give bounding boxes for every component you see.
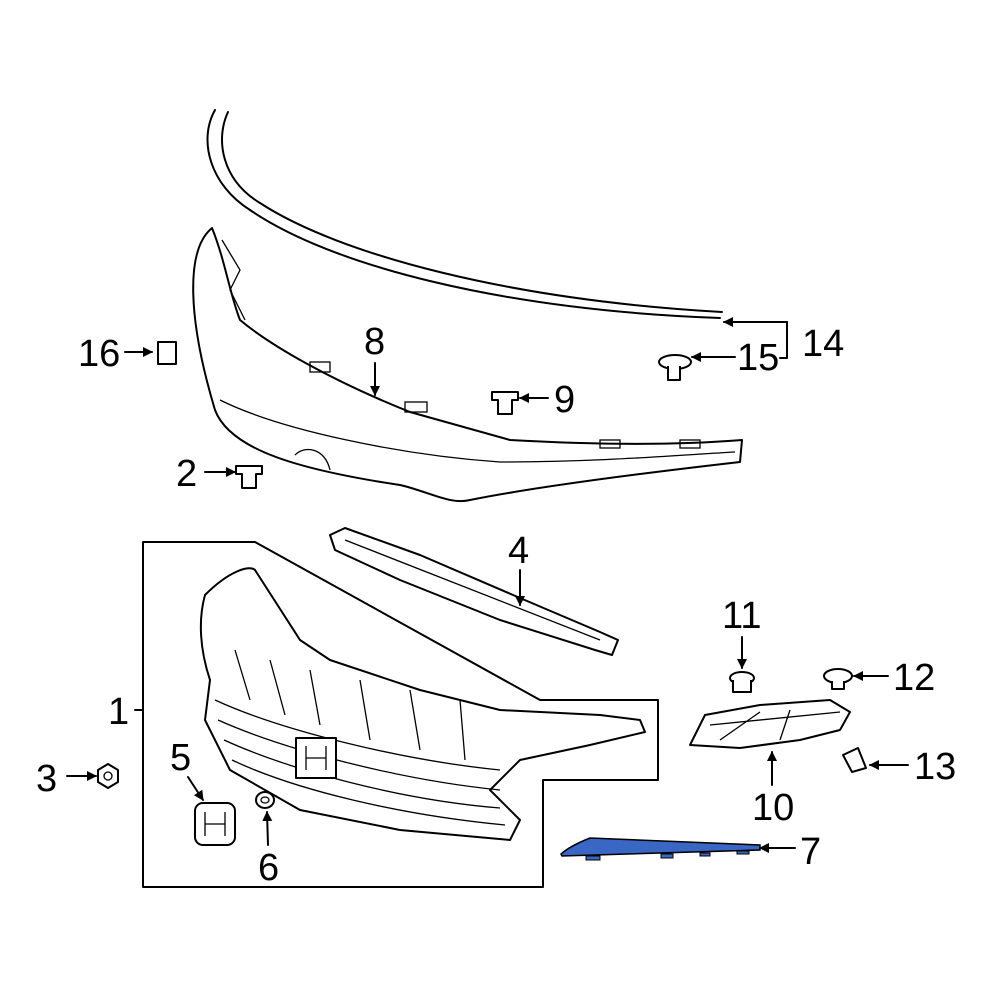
- clip-part-9[interactable]: [491, 391, 519, 415]
- pad-part-16[interactable]: [157, 341, 177, 365]
- emblem-part-5[interactable]: [194, 802, 236, 846]
- grille-assembly-box: [142, 541, 659, 888]
- callout-8: 8: [364, 321, 385, 363]
- callout-16: 16: [78, 333, 120, 375]
- callout-12: 12: [893, 657, 935, 699]
- callout-3: 3: [36, 758, 57, 800]
- clip-part-12[interactable]: [823, 668, 853, 690]
- clip-part-15[interactable]: [658, 354, 692, 381]
- callout-6: 6: [258, 847, 279, 889]
- callout-7: 7: [800, 831, 821, 873]
- callout-1: 1: [108, 691, 129, 733]
- grille-part-1[interactable]: [199, 567, 646, 841]
- upper-bracket-part-4[interactable]: [329, 527, 619, 656]
- piece-part-13[interactable]: [842, 747, 867, 773]
- upper-molding-part-14[interactable]: [206, 109, 723, 319]
- callout-9: 9: [554, 379, 575, 421]
- bumper-cover-part-8[interactable]: [192, 227, 743, 503]
- ring-part-6[interactable]: [255, 791, 275, 809]
- callout-4: 4: [508, 530, 529, 572]
- callout-11: 11: [722, 595, 761, 637]
- clip-part-2[interactable]: [235, 465, 263, 489]
- clip-part-11[interactable]: [729, 671, 755, 693]
- lower-molding-part-7[interactable]: [560, 837, 761, 861]
- leader-lines: [66, 317, 909, 853]
- callout-10: 10: [752, 787, 794, 829]
- callout-5: 5: [170, 737, 191, 779]
- nut-part-3[interactable]: [97, 763, 119, 789]
- callout-14: 14: [802, 323, 844, 365]
- callout-2: 2: [176, 453, 197, 495]
- callout-13: 13: [914, 746, 956, 788]
- bracket-part-10[interactable]: [689, 699, 851, 749]
- callout-15: 15: [737, 337, 779, 379]
